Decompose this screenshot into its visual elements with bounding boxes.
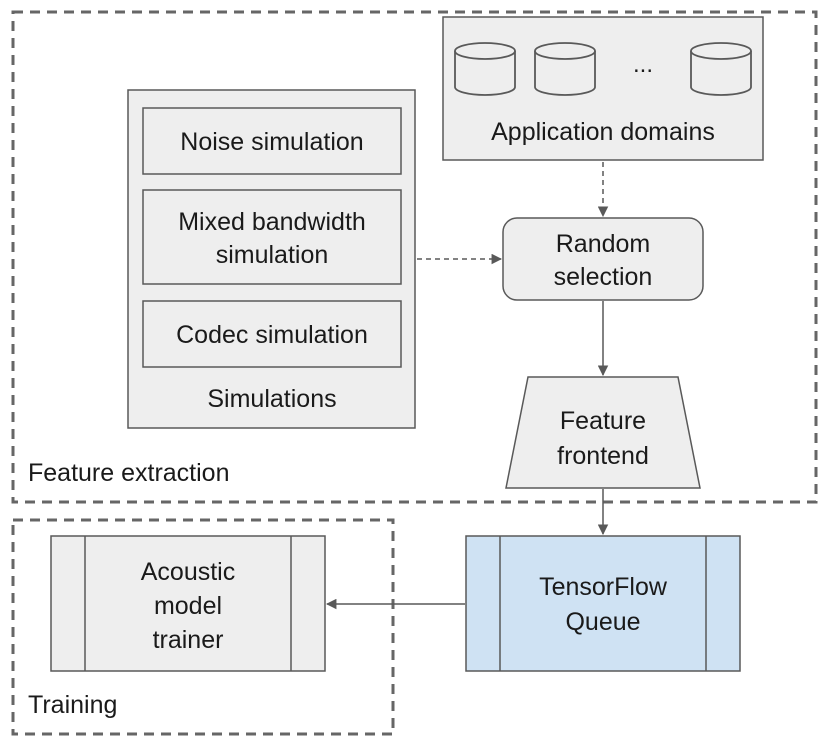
- codec-simulation-label: Codec simulation: [176, 321, 368, 349]
- codec-simulation-box: Codec simulation: [142, 300, 402, 368]
- random-selection-box: Random selection: [502, 217, 704, 301]
- mixed-bandwidth-simulation-box: Mixed bandwidth simulation: [142, 189, 402, 285]
- application-domains-box: ... Application domains: [442, 16, 764, 161]
- simulations-label: Simulations: [207, 385, 336, 413]
- feature-frontend-line2: frontend: [557, 442, 649, 470]
- tensorflow-queue-box: TensorFlow Queue: [465, 535, 741, 672]
- feature-extraction-group: Feature extraction: [11, 10, 818, 504]
- random-selection-line1: Random: [556, 230, 651, 258]
- training-label: Training: [28, 691, 117, 719]
- mixed-bandwidth-label-line2: simulation: [216, 241, 329, 269]
- tensorflow-queue-line1: TensorFlow: [539, 573, 668, 601]
- database-icon: [534, 42, 596, 96]
- feature-frontend-line1: Feature: [560, 407, 646, 435]
- acoustic-model-trainer-box: Acoustic model trainer: [50, 535, 326, 672]
- training-group: Training: [11, 518, 395, 736]
- noise-simulation-box: Noise simulation: [142, 107, 402, 175]
- domains-ellipsis: ...: [633, 51, 653, 78]
- trainer-line2: model: [154, 592, 222, 620]
- noise-simulation-label: Noise simulation: [180, 128, 363, 156]
- trainer-line1: Acoustic: [141, 558, 235, 586]
- random-selection-line2: selection: [554, 263, 653, 291]
- mixed-bandwidth-label-line1: Mixed bandwidth: [178, 208, 366, 236]
- trainer-line3: trainer: [153, 626, 224, 654]
- feature-frontend-box: Feature frontend: [505, 376, 701, 489]
- simulations-box: Noise simulation Mixed bandwidth simulat…: [127, 89, 416, 429]
- tensorflow-queue-line2: Queue: [565, 608, 640, 636]
- application-domains-label: Application domains: [491, 118, 715, 146]
- database-icon: [690, 42, 752, 96]
- feature-extraction-label: Feature extraction: [28, 459, 230, 487]
- database-icon: [454, 42, 516, 96]
